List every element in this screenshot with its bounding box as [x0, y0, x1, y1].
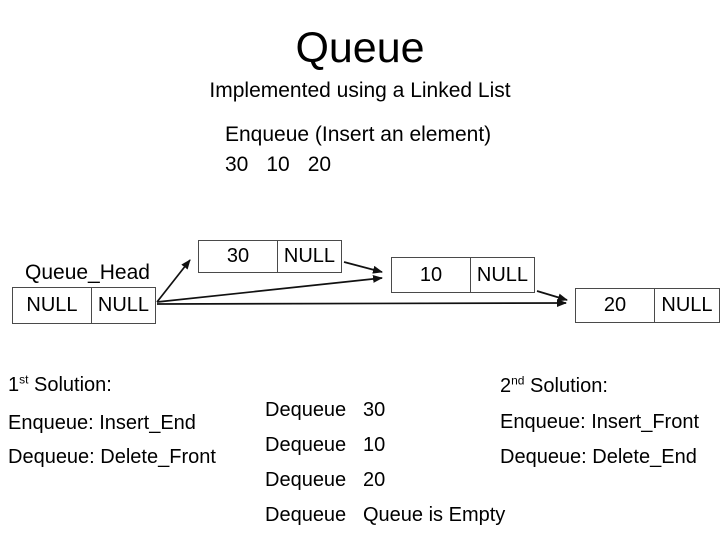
solution2-title: 2nd Solution: — [500, 374, 608, 398]
solution2-dequeue-rule: Dequeue: Delete_End — [500, 446, 697, 468]
dequeue-log-row: Dequeue 20 — [265, 468, 565, 492]
node-value-cell: 30 — [226, 245, 250, 267]
dequeue-log-row: Dequeue 10 — [265, 433, 565, 457]
slide-subtitle: Implemented using a Linked List — [209, 79, 511, 102]
arrow-head-to-30 — [156, 259, 191, 303]
enqueue-heading: Enqueue (Insert an element) — [225, 123, 492, 146]
solution2-title-text: Solution: — [524, 375, 608, 397]
dequeue-result: 20 — [363, 469, 386, 491]
list-node: 20 NULL — [575, 288, 720, 323]
arrow-head-to-10 — [156, 274, 383, 303]
enqueue-value: 30 — [225, 153, 249, 176]
arrow-30-to-10 — [343, 261, 383, 274]
dequeue-log-row: Dequeue 30 — [265, 398, 565, 422]
dequeue-result: Queue is Empty — [363, 504, 506, 526]
solution1-number: 1 — [8, 374, 20, 396]
solution1-dequeue-rule: Dequeue: Delete_Front — [8, 446, 216, 468]
queue-head-cell: NULL — [26, 294, 78, 316]
node-value-cell: 10 — [419, 263, 443, 286]
node-value-cell: 20 — [603, 294, 627, 316]
node-next-cell: NULL — [654, 289, 719, 322]
solution1-ordinal-suffix: st — [19, 372, 29, 387]
list-node: 10 NULL — [391, 257, 535, 293]
solution2-enqueue-rule: Enqueue: Insert_Front — [500, 411, 700, 433]
dequeue-op: Dequeue — [265, 434, 347, 456]
queue-head-cell: NULL — [91, 288, 155, 323]
dequeue-result: 30 — [363, 399, 386, 421]
node-next-cell: NULL — [277, 241, 341, 272]
dequeue-log-row: Dequeue Queue is Empty — [265, 503, 565, 527]
page-title: Queue — [295, 24, 425, 72]
dequeue-op: Dequeue — [265, 469, 347, 491]
solution1-enqueue-rule: Enqueue: Insert_End — [8, 412, 196, 434]
solution1-title-text: Solution: — [28, 374, 112, 396]
arrow-head-to-20 — [156, 299, 567, 308]
solution2-number: 2 — [500, 375, 512, 397]
solution1-title: 1st Solution: — [8, 373, 112, 397]
enqueue-value: 10 — [266, 153, 290, 176]
dequeue-op: Dequeue — [265, 504, 347, 526]
dequeue-op: Dequeue — [265, 399, 347, 421]
node-next-cell: NULL — [470, 258, 534, 292]
queue-head-label: Queue_Head — [25, 261, 150, 284]
enqueue-values: 30 10 20 — [225, 152, 331, 177]
enqueue-value: 20 — [307, 153, 332, 176]
solution2-ordinal-suffix: nd — [511, 373, 525, 388]
arrow-10-to-20 — [536, 290, 568, 302]
queue-head-box: NULL NULL — [12, 287, 156, 324]
dequeue-result: 10 — [363, 434, 386, 456]
list-node: 30 NULL — [198, 240, 342, 273]
